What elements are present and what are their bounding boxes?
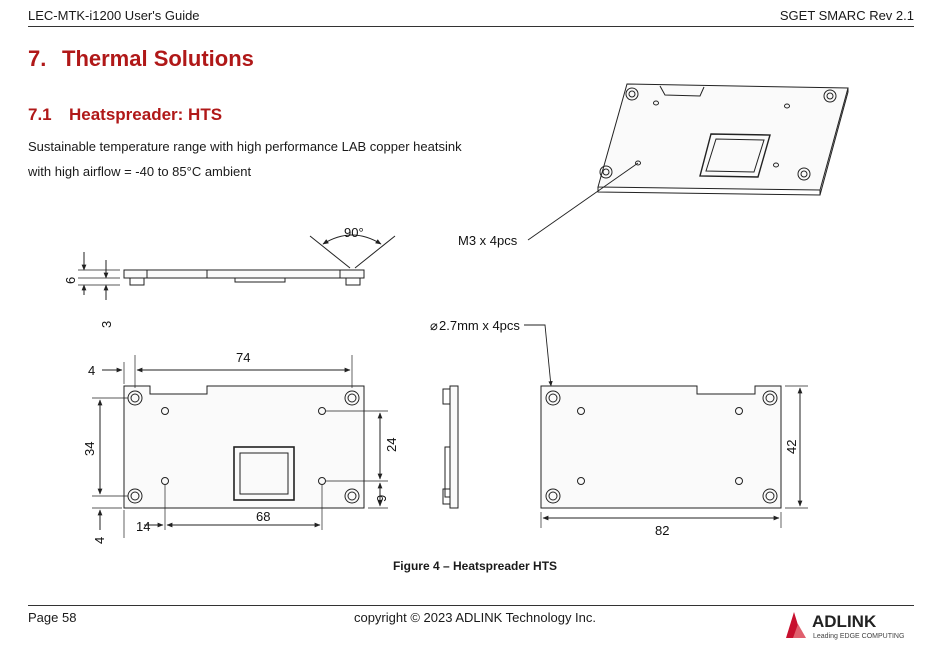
dim-width-74: 74 bbox=[236, 350, 250, 365]
subsection-heading: 7.1 Heatspreader: HTS bbox=[28, 105, 222, 125]
screw-callout: M3 x 4pcs bbox=[458, 233, 518, 248]
adlink-tagline: Leading EDGE COMPUTING bbox=[813, 633, 904, 640]
figure-caption: Figure 4 – Heatspreader HTS bbox=[392, 559, 558, 573]
dim-width-68: 68 bbox=[256, 509, 270, 524]
dim-offset-14: 14 bbox=[136, 519, 150, 534]
section-heading: 7. Thermal Solutions bbox=[28, 46, 254, 72]
dim-back-height-42: 42 bbox=[784, 440, 799, 454]
back-view bbox=[524, 324, 808, 528]
isometric-view bbox=[527, 83, 849, 241]
dim-offset-9: 9 bbox=[374, 495, 389, 502]
dim-side-6: 6 bbox=[63, 277, 78, 284]
adlink-logo: ADLINK Leading EDGE COMPUTING bbox=[786, 612, 904, 640]
dim-back-width-82: 82 bbox=[655, 523, 669, 538]
body-text-line-1: Sustainable temperature range with high … bbox=[28, 139, 462, 154]
hole-callout: 2.7mm x 4pcs bbox=[439, 318, 520, 333]
dim-height-34: 34 bbox=[82, 442, 97, 456]
dim-top-4: 4 bbox=[88, 363, 95, 378]
header-doc-title: LEC-MTK-i1200 User's Guide bbox=[28, 8, 200, 23]
dim-bottom-4: 4 bbox=[92, 537, 107, 544]
header-spec-version: SGET SMARC Rev 2.1 bbox=[779, 8, 914, 23]
hole-diameter-symbol: ⌀ bbox=[430, 318, 438, 333]
side-view bbox=[78, 234, 396, 300]
body-text-line-2: with high airflow = -40 to 85°C ambient bbox=[28, 164, 252, 179]
page-number: Page 58 bbox=[28, 610, 77, 625]
footer-rule bbox=[28, 605, 914, 606]
header-rule bbox=[28, 26, 914, 27]
section-title: Thermal Solutions bbox=[62, 46, 254, 71]
adlink-logo-text: ADLINK bbox=[812, 612, 877, 631]
front-view bbox=[92, 355, 388, 538]
footer-copyright: copyright © 2023 ADLINK Technology Inc. bbox=[353, 610, 597, 625]
section-number: 7. bbox=[28, 46, 47, 71]
edge-view bbox=[442, 385, 459, 509]
angle-label: 90° bbox=[344, 225, 364, 240]
dim-side-3: 3 bbox=[99, 321, 114, 328]
dim-height-24: 24 bbox=[384, 438, 399, 452]
subsection-title: Heatspreader: HTS bbox=[69, 105, 223, 124]
subsection-number: 7.1 bbox=[28, 105, 52, 124]
